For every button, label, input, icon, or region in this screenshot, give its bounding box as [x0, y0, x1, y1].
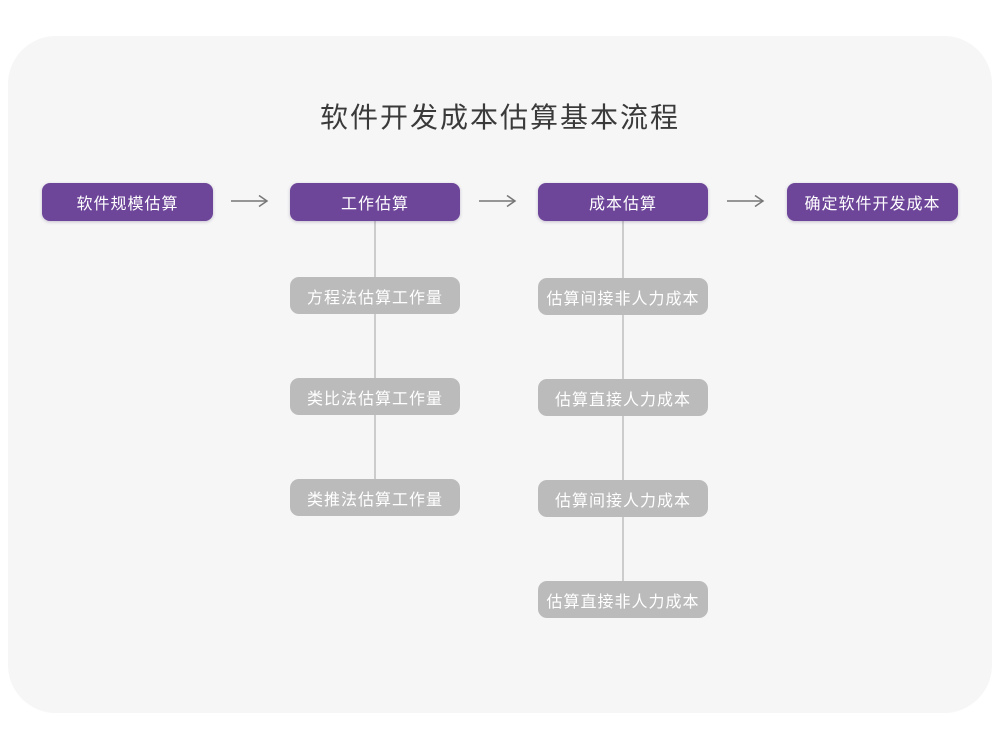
sub-step-indirect-nonlabor-cost: 估算间接非人力成本: [538, 278, 708, 315]
sub-step-analogy-method: 类比法估算工作量: [290, 378, 460, 415]
main-step-cost-estimation: 成本估算: [538, 183, 708, 221]
main-step-work-estimation: 工作估算: [290, 183, 460, 221]
connector-line-work-estimation: [374, 221, 376, 481]
arrow-right-icon: [727, 194, 765, 208]
sub-step-direct-nonlabor-cost: 估算直接非人力成本: [538, 581, 708, 618]
arrow-right-icon: [231, 194, 269, 208]
sub-step-equation-method: 方程法估算工作量: [290, 277, 460, 314]
flowchart-canvas: [8, 36, 992, 713]
sub-step-extrapolation-method: 类推法估算工作量: [290, 479, 460, 516]
sub-step-direct-labor-cost: 估算直接人力成本: [538, 379, 708, 416]
main-step-software-scale-estimation: 软件规模估算: [42, 183, 213, 221]
main-step-determine-dev-cost: 确定软件开发成本: [787, 183, 958, 221]
arrow-right-icon: [479, 194, 517, 208]
sub-step-indirect-labor-cost: 估算间接人力成本: [538, 480, 708, 517]
diagram-title: 软件开发成本估算基本流程: [319, 102, 680, 133]
